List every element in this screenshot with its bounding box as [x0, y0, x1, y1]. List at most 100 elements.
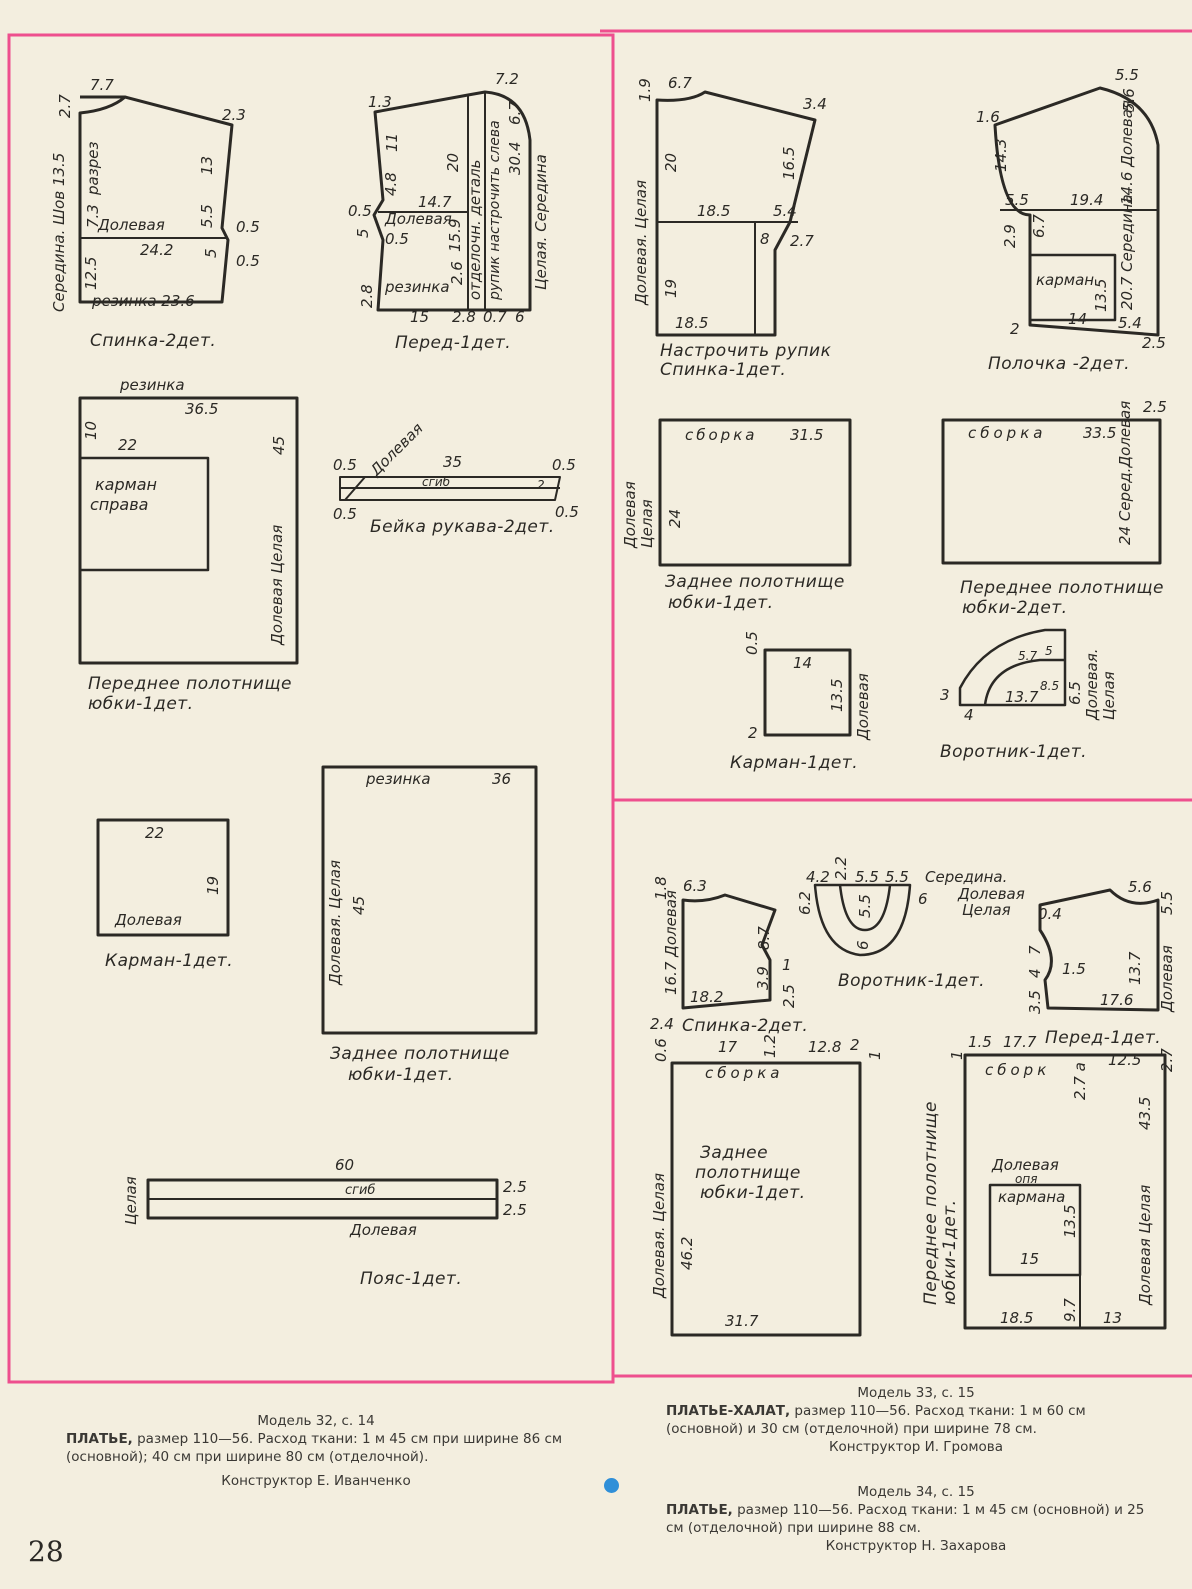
dim: 18.5: [697, 202, 731, 220]
grain-label: Долевая. Целая: [650, 1173, 668, 1298]
m34-collar-outline: [813, 883, 912, 957]
dim: 17.7: [1003, 1033, 1037, 1051]
dim: 0.5: [552, 456, 576, 474]
garment-name: ПЛАТЬЕ,: [66, 1431, 133, 1447]
dim: 1.9: [636, 78, 654, 102]
dim: 1.5: [1062, 960, 1086, 978]
dim: 8: [760, 230, 770, 248]
piece-title: Переднее полотнище: [88, 674, 293, 694]
dim: 13.5: [1061, 1204, 1079, 1238]
dim: 2.7: [56, 94, 74, 118]
piece-title: Перед-1дет.: [395, 333, 512, 353]
designer: Конструктор И. Громова: [828, 1439, 1004, 1455]
dim: 16.5: [780, 146, 798, 180]
label: сборка: [685, 426, 758, 444]
dim: 11: [383, 132, 401, 152]
label: Середина. Шов 13.5: [50, 152, 68, 312]
dim: 5: [202, 248, 220, 258]
dim: 18.5: [675, 314, 709, 332]
dim: 60: [335, 1156, 355, 1174]
dim: 2.5: [1143, 398, 1167, 416]
piece-title: Переднее полотнище юбки-1дет.: [921, 1100, 960, 1305]
grain-label: Долевая: [992, 1156, 1059, 1174]
description: размер 110—56. Расход ткани: 1 м 45 см (…: [666, 1502, 1145, 1536]
dim: 46.2: [678, 1236, 696, 1270]
dim: 13.7: [1126, 951, 1144, 985]
label: сборка: [705, 1064, 784, 1082]
m34-skirt-front-outline: [963, 1053, 1167, 1330]
dim: 24: [666, 508, 684, 528]
m33-back-bodice-outline: [655, 90, 817, 337]
dim: 30.4: [506, 141, 524, 175]
designer: Конструктор Н. Захарова: [825, 1538, 1007, 1554]
dim: 19: [662, 278, 680, 298]
dim: 1.5: [968, 1033, 992, 1051]
blue-ink-dot: [604, 1478, 619, 1493]
dim: 13.5: [1092, 278, 1110, 312]
dim: 2.5: [503, 1178, 527, 1196]
dim: 5.7: [1018, 649, 1038, 663]
dim: 3.5: [1026, 990, 1044, 1014]
dim: 0.5: [348, 202, 372, 220]
piece-title: юбки-2дет.: [962, 598, 1068, 618]
dim: 19.4: [1070, 191, 1104, 209]
dim: 1: [782, 956, 792, 974]
dim: 6.2: [796, 891, 814, 915]
dim: 5.4: [773, 202, 797, 220]
pocket-label: карман: [1036, 271, 1095, 289]
dim: 1.6: [976, 108, 1000, 126]
label: резинка: [366, 770, 431, 788]
m33-pocket-outline: [763, 648, 852, 737]
label: резинка 23.6: [92, 292, 195, 310]
dim: 6: [515, 308, 525, 326]
piece-title: Карман-1дет.: [105, 951, 234, 971]
dim: 2: [748, 724, 758, 742]
dim: 6.7: [1030, 214, 1048, 238]
grain-label: Долевая: [854, 673, 872, 740]
dim: 13.7: [1005, 688, 1039, 706]
dim: 36.5: [185, 400, 219, 418]
dim: 0.5: [743, 631, 761, 655]
dim: 20: [662, 152, 680, 172]
dim: 17: [718, 1038, 738, 1056]
grain-label: Долевая Целая: [621, 481, 656, 548]
label: 24 Серед.Долевая: [1116, 400, 1134, 545]
m33-collar-outline: [958, 628, 1067, 707]
dim: 3.4: [803, 95, 827, 113]
dim: 20: [444, 152, 462, 172]
label: Целая: [122, 1176, 140, 1225]
piece-title: Заднее: [700, 1143, 769, 1163]
m32-caption: Модель 32, с. 14 ПЛАТЬЕ, размер 110—56. …: [66, 1412, 566, 1490]
dim: 1: [866, 1050, 884, 1060]
fold-label: сгиб: [345, 1183, 376, 1198]
dim: 15: [1020, 1250, 1040, 1268]
dim: 6: [918, 890, 928, 908]
dim: 2.3: [222, 106, 246, 124]
grain-label: Долевая. Целая: [632, 180, 650, 305]
dim: 15.9: [446, 218, 464, 252]
piece-title: полотнище: [695, 1163, 801, 1183]
dim: 2.7 а: [1071, 1062, 1089, 1100]
m34-caption: Модель 34, с. 15 ПЛАТЬЕ, размер 110—56. …: [666, 1483, 1166, 1555]
label: опя: [1015, 1172, 1038, 1186]
dim: 4: [964, 706, 974, 724]
grain-label: Долевая: [1158, 945, 1176, 1012]
dim: 6.5: [1066, 681, 1084, 705]
dim: 5.5: [1158, 891, 1176, 915]
dim: 6.3: [683, 877, 707, 895]
dim: 0.5: [385, 230, 409, 248]
piece-title: Перед-1дет.: [1045, 1028, 1162, 1048]
grain-label: Долевая: [958, 885, 1025, 903]
piece-title: Пояс-1дет.: [360, 1269, 463, 1289]
dim: 0.5: [555, 503, 579, 521]
label: разрез: [84, 141, 102, 195]
m33-skirt-front-outline: [941, 418, 1162, 565]
m34-back-bodice-outline: [681, 893, 777, 1010]
dim: 3: [940, 686, 950, 704]
dim: 12.8: [808, 1038, 842, 1056]
dim: 5.6: [1128, 878, 1152, 896]
dim: 43.5: [1136, 1096, 1154, 1130]
designer: Конструктор Е. Иванченко: [221, 1473, 411, 1489]
dim: 1: [948, 1050, 966, 1060]
dim: 2.2: [832, 856, 850, 880]
